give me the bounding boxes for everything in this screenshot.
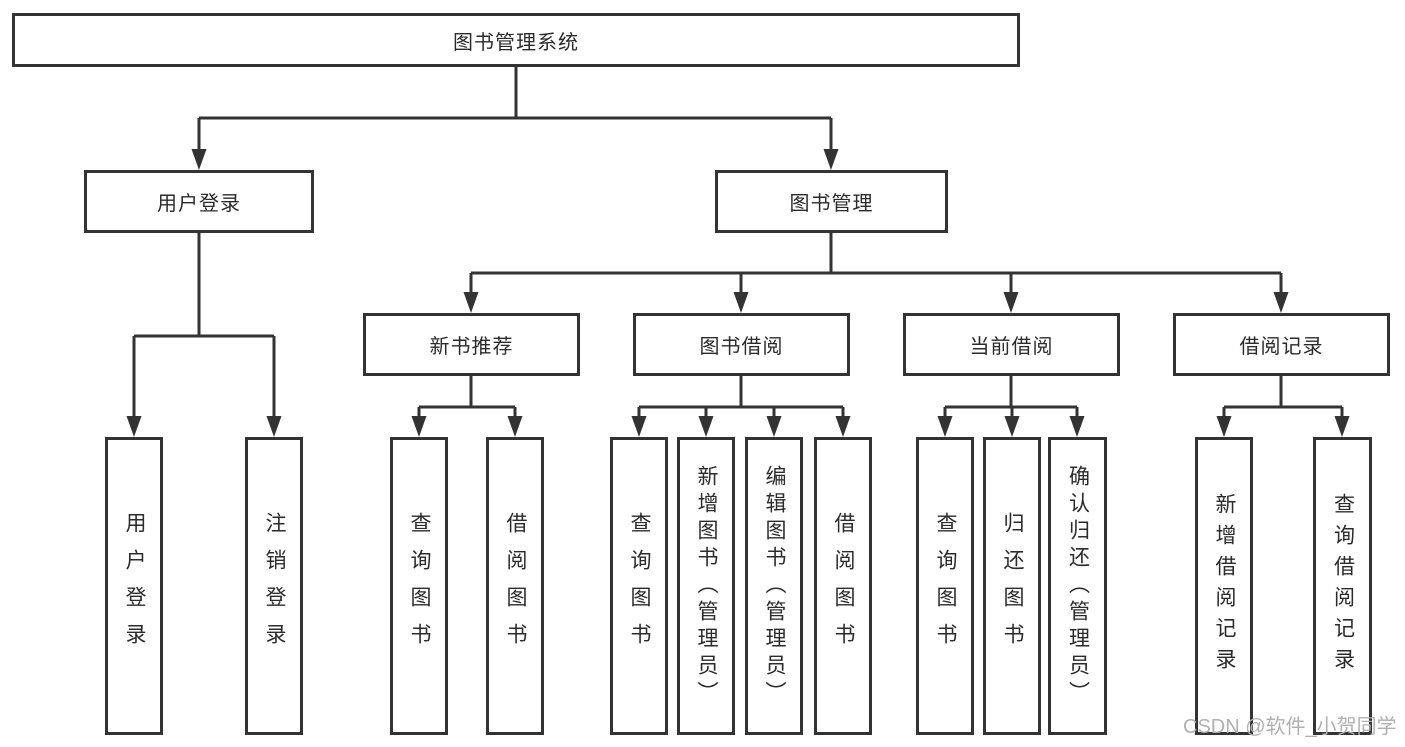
connector-new-book-recommend-to-leaves bbox=[411, 376, 523, 437]
leaf-cb-query-books: 查询图书 bbox=[916, 437, 974, 735]
connector-book-borrowing-to-leaves bbox=[631, 376, 851, 437]
node-root: 图书管理系统 bbox=[12, 13, 1020, 67]
leaf-nbr-borrow-books: 借阅图书 bbox=[486, 437, 544, 735]
leaf-user-login: 用户登录 bbox=[105, 437, 163, 735]
leaf-br-add-record: 新增借阅记录 bbox=[1195, 437, 1253, 735]
leaf-bb-edit-books-admin: 编辑图书（管理员） bbox=[745, 437, 803, 735]
connector-book-management-to-level3 bbox=[463, 233, 1289, 313]
node-book-borrowing: 图书借阅 bbox=[633, 313, 850, 376]
connector-user-login-to-leaves bbox=[126, 233, 282, 437]
node-borrowing-records: 借阅记录 bbox=[1173, 313, 1390, 376]
connector-borrowing-records-to-leaves bbox=[1216, 376, 1350, 437]
connector-current-borrowing-to-leaves bbox=[937, 376, 1085, 437]
leaf-logout: 注销登录 bbox=[245, 437, 303, 735]
leaf-bb-add-books-admin: 新增图书（管理员） bbox=[677, 437, 735, 735]
node-new-book-recommend: 新书推荐 bbox=[363, 313, 580, 376]
node-current-borrowing: 当前借阅 bbox=[903, 313, 1120, 376]
node-book-management: 图书管理 bbox=[715, 170, 948, 233]
csdn-watermark: CSDN @软件_小贺同学 bbox=[1183, 716, 1397, 738]
leaf-br-query-record: 查询借阅记录 bbox=[1313, 437, 1372, 735]
leaf-bb-query-books: 查询图书 bbox=[610, 437, 668, 735]
connector-root-to-level2 bbox=[191, 67, 839, 170]
leaf-bb-borrow-books: 借阅图书 bbox=[814, 437, 872, 735]
leaf-nbr-query-books: 查询图书 bbox=[390, 437, 448, 735]
leaf-cb-return-books: 归还图书 bbox=[983, 437, 1041, 735]
node-user-login-group: 用户登录 bbox=[84, 170, 314, 233]
leaf-cb-confirm-return-admin: 确认归还（管理员） bbox=[1048, 437, 1107, 735]
